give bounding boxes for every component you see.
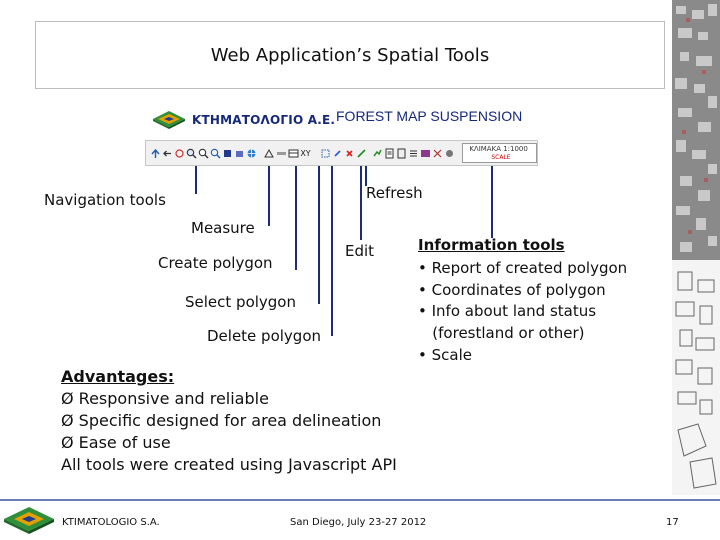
scale-label: ΚΛΙΜΑΚΑ 1:1000 [469,145,528,153]
label-delete-polygon: Delete polygon [207,327,322,345]
footer-event: San Diego, July 23-27 2012 [290,517,427,528]
xy-icon[interactable]: XY [300,148,311,158]
map-title: FOREST MAP SUSPENSION [336,108,523,124]
edit-icon[interactable] [356,148,367,159]
advantage-item: Ø Responsive and reliable [61,389,269,408]
info-item: (forestland or other) [418,324,585,343]
label-navigation-tools: Navigation tools [44,191,166,209]
create-polygon-icon[interactable] [332,148,343,159]
logo-text: ΚΤΗΜΑΤΟΛΟΓΙΟ Α.Ε. [192,113,336,127]
report-icon[interactable] [384,148,395,159]
scale-icon[interactable] [444,148,455,159]
info-item: • Report of created polygon [418,259,628,277]
map-thumbnail-image [672,0,720,495]
slide-title: Web Application’s Spatial Tools [210,44,490,66]
coordinates-icon[interactable] [432,148,443,159]
advantages-closing: All tools were created using Javascript … [61,455,397,474]
layers-icon[interactable] [234,148,245,159]
information-tools-list: • Report of created polygon • Coordinate… [418,258,627,367]
pointer-line-create [295,166,297,270]
footer-divider [0,499,720,501]
slide-title-box: Web Application’s Spatial Tools [35,21,665,89]
info-icon[interactable] [420,148,431,159]
delete-icon[interactable] [344,148,355,159]
footer-logo-icon [4,507,54,534]
map-thumbnail-strip [672,0,720,495]
advantage-item: Ø Ease of use [61,433,171,452]
print-icon[interactable] [222,148,233,159]
info-item: • Coordinates of polygon [418,280,606,299]
map-toolbar: XY ΚΛΙΜΑΚΑ 1:1000 SCALE [145,140,538,166]
pointer-line-edit [360,166,362,240]
document-icon[interactable] [396,148,407,159]
advantages-heading: Advantages: [61,367,175,386]
info-item: • Info about land status [418,302,597,321]
pointer-line-info [491,166,493,238]
advantages-section: Advantages: Ø Responsive and reliable Ø … [61,366,397,476]
ktimatologio-logo-icon [153,111,185,129]
scale-sub-label: SCALE [491,154,511,161]
pan-icon[interactable] [150,148,161,159]
information-tools-title: Information tools [418,236,565,254]
footer-logo [2,505,56,539]
label-select-polygon: Select polygon [185,293,296,311]
select-icon[interactable] [320,148,331,159]
pointer-line-navigation [195,166,197,194]
pointer-line-refresh [365,166,367,186]
info-item: • Scale [418,345,472,364]
scale-display[interactable]: ΚΛΙΜΑΚΑ 1:1000 SCALE [462,143,537,163]
advantage-item: Ø Specific designed for area delineation [61,411,382,430]
label-refresh: Refresh [366,184,423,202]
pointer-line-select [318,166,320,304]
label-create-polygon: Create polygon [158,254,273,272]
zoom-out-icon[interactable] [198,148,209,159]
footer-page-number: 17 [666,517,679,528]
back-icon[interactable] [162,148,173,159]
list-icon[interactable] [408,148,419,159]
measure-icon[interactable] [264,148,275,159]
globe-icon[interactable] [246,148,257,159]
ruler-icon[interactable] [276,148,287,159]
footer-org: KTIMATOLOGIO S.A. [62,517,160,528]
zoom-box-icon[interactable] [210,148,221,159]
label-edit: Edit [345,242,375,260]
previous-extent-icon[interactable] [174,148,185,159]
pointer-line-measure [268,166,270,226]
ktimatologio-logo: ΚΤΗΜΑΤΟΛΟΓΙΟ Α.Ε. [152,108,335,132]
refresh-icon[interactable] [372,148,383,159]
table-icon[interactable] [288,148,299,159]
zoom-in-icon[interactable] [186,148,197,159]
pointer-line-delete [331,166,333,336]
label-measure: Measure [191,219,255,237]
